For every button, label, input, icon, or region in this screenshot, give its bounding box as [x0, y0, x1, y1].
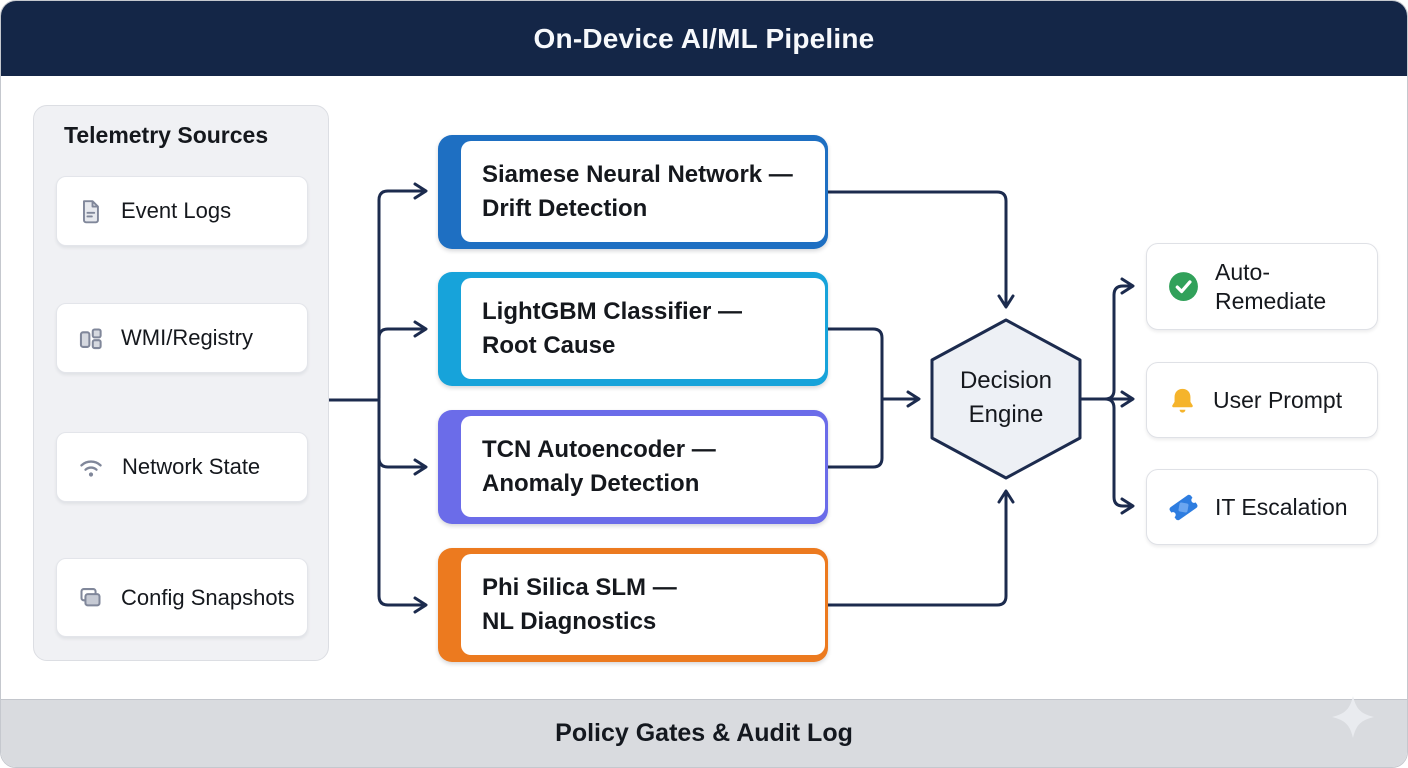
output-card-auto-remediate: Auto-Remediate — [1146, 243, 1378, 330]
telemetry-item-label: Event Logs — [121, 198, 232, 223]
telemetry-item-config-snapshots: Config Snapshots — [56, 558, 308, 637]
registry-icon — [77, 325, 104, 352]
output-card-label: Auto-Remediate — [1215, 258, 1327, 314]
telemetry-item-label: Config Snapshots — [121, 584, 295, 610]
bell-icon — [1167, 385, 1198, 416]
decision-engine-label: Decision Engine — [939, 364, 1073, 432]
page-title: On-Device AI/ML Pipeline — [533, 22, 875, 54]
output-card-label: IT Escalation — [1215, 493, 1348, 520]
model-card-title-line2: Anomaly Detection — [482, 469, 700, 497]
connector-model1-to-decision — [826, 190, 1015, 309]
connector-fanout-branch-2 — [377, 320, 428, 400]
connector-model2-to-decision — [826, 327, 884, 401]
model-card-siamese-drift: Siamese Neural Network — Drift Detection — [438, 135, 828, 249]
check-circle-icon — [1167, 270, 1200, 303]
telemetry-item-event-logs: Event Logs — [56, 176, 308, 246]
model-card-title-line1: TCN Autoencoder — — [482, 435, 716, 463]
connector-model4-to-decision — [826, 489, 1015, 607]
copy-icon — [77, 584, 104, 611]
connector-decision-to-output-1 — [1078, 277, 1135, 401]
telemetry-item-network-state: Network State — [56, 432, 308, 502]
model-card-title-line1: LightGBM Classifier — — [482, 297, 743, 325]
model-card-phisilica-nldiag: Phi Silica SLM — NL Diagnostics — [438, 548, 828, 662]
policy-gates-bar: Policy Gates & Audit Log — [1, 699, 1407, 767]
model-card-tcn-anomaly: TCN Autoencoder — Anomaly Detection — [438, 410, 828, 524]
decision-engine-line1: Decision — [959, 367, 1053, 394]
wifi-icon — [77, 453, 105, 481]
telemetry-item-wmi-registry: WMI/Registry — [56, 303, 308, 373]
model-card-title-line2: NL Diagnostics — [482, 607, 657, 635]
connector-model3-to-decision — [826, 397, 884, 469]
telemetry-panel-title: Telemetry Sources — [64, 122, 269, 148]
connector-decision-to-output-3 — [1078, 397, 1135, 515]
connector-fanout-branch-3 — [377, 398, 428, 476]
telemetry-item-label: Network State — [122, 454, 261, 479]
output-card-label: User Prompt — [1213, 386, 1343, 413]
telemetry-sources-panel: Telemetry Sources Event Logs WMI/Registr… — [33, 105, 329, 661]
model-card-title-line2: Root Cause — [482, 331, 616, 359]
model-card-title-line1: Phi Silica SLM — — [482, 573, 677, 601]
model-card-lightgbm-rootcause: LightGBM Classifier — Root Cause — [438, 272, 828, 386]
telemetry-item-label: WMI/Registry — [121, 325, 253, 350]
header-bar: On-Device AI/ML Pipeline — [1, 1, 1407, 76]
ticket-icon — [1167, 491, 1200, 524]
output-card-user-prompt: User Prompt — [1146, 362, 1378, 438]
decision-engine-line2: Engine — [968, 401, 1044, 428]
document-icon — [77, 198, 104, 225]
footer-title: Policy Gates & Audit Log — [555, 719, 853, 747]
model-card-title-line2: Drift Detection — [482, 194, 648, 222]
output-card-it-escalation: IT Escalation — [1146, 469, 1378, 545]
connector-fanout-branch-4 — [377, 398, 428, 614]
model-card-title-line1: Siamese Neural Network — — [482, 160, 793, 188]
connector-fanout-branch-1 — [377, 182, 428, 400]
